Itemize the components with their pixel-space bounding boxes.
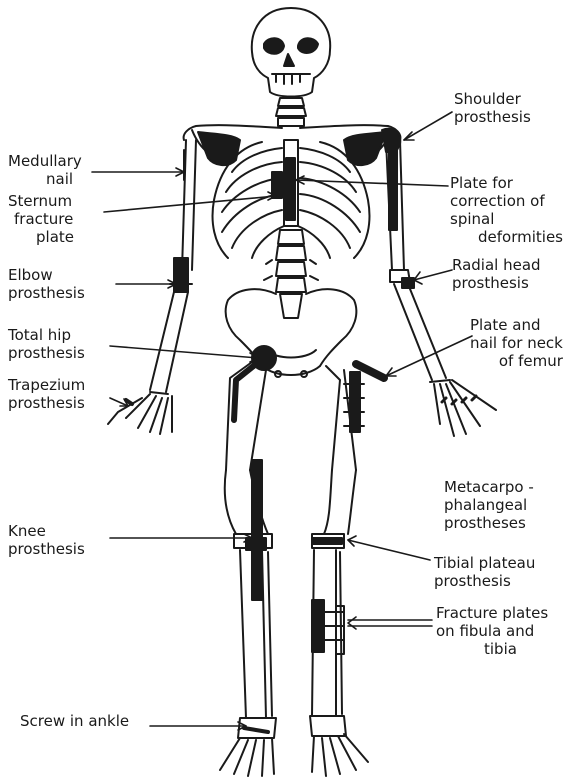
left-arm	[108, 140, 196, 434]
pelvis	[226, 289, 357, 377]
skull	[252, 8, 330, 97]
left-leg	[220, 346, 276, 776]
cervical-spine	[276, 98, 306, 126]
right-leg	[310, 364, 384, 776]
label-screw-in-ankle: Screw in ankle	[20, 712, 129, 730]
lumbar-spine	[264, 230, 318, 292]
leader-lines	[92, 112, 472, 730]
